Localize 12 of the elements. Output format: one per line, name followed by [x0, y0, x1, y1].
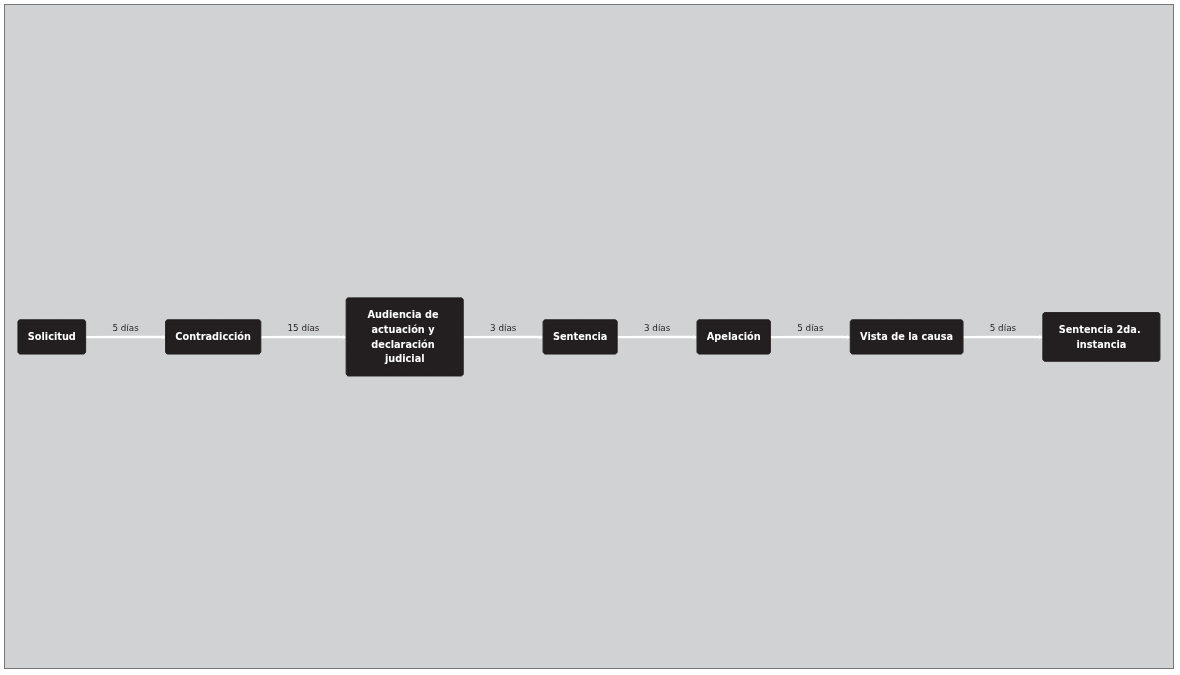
arrow — [261, 334, 347, 339]
arrow — [963, 334, 1044, 339]
arrow — [770, 334, 851, 339]
arrow — [463, 334, 544, 339]
edge-label: 3 días — [490, 322, 517, 333]
edge-label: 15 días — [287, 322, 320, 333]
edge-label: 3 días — [644, 322, 671, 333]
arrow — [617, 334, 698, 339]
edge-label: 5 días — [989, 322, 1017, 333]
arrow — [85, 334, 167, 339]
edge-label: 5 días — [112, 322, 139, 333]
edge-label: 5 días — [797, 322, 824, 333]
